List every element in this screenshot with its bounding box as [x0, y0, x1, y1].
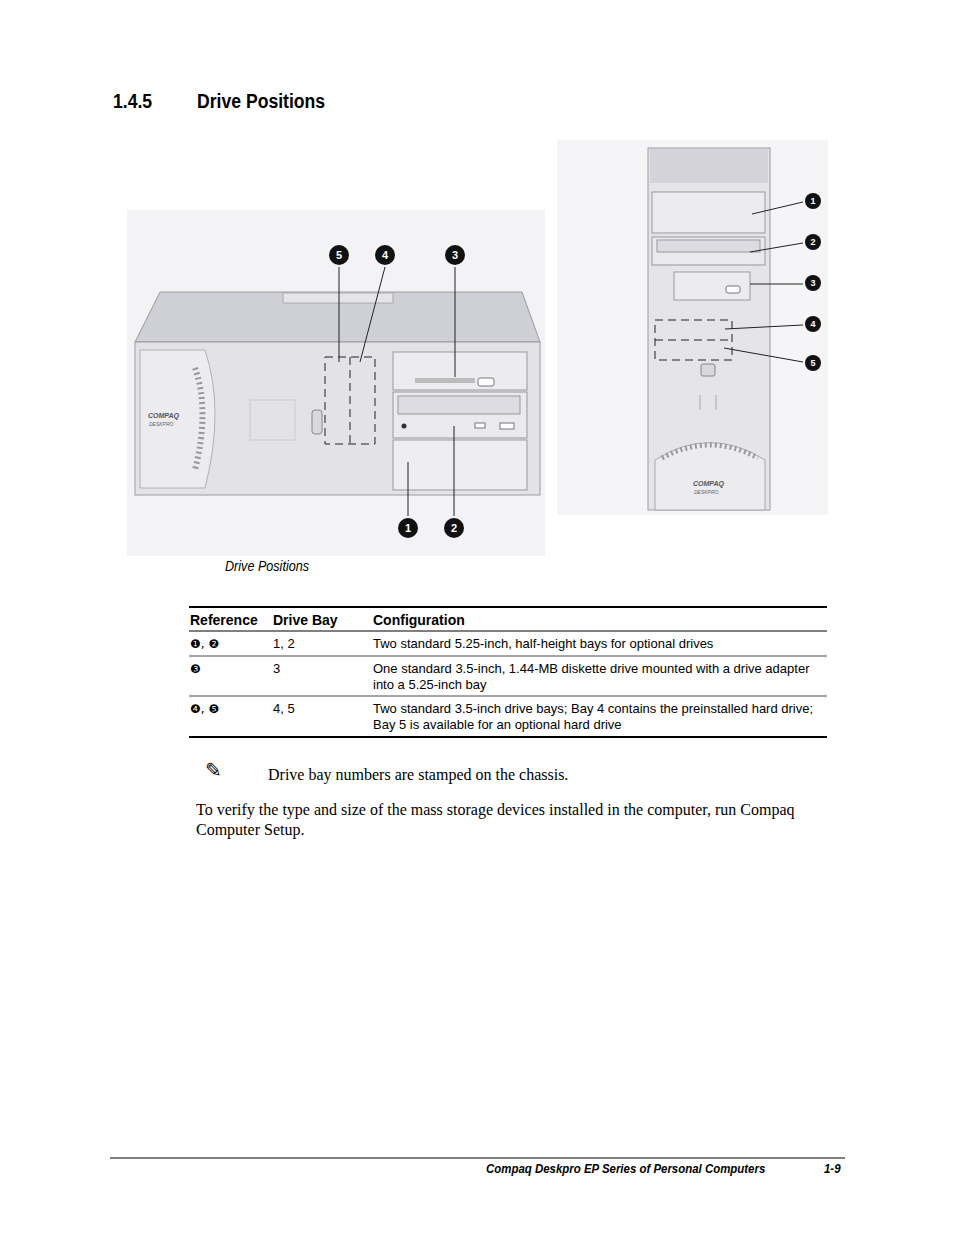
callout-number: 1: [398, 518, 418, 538]
table-header: Reference: [190, 612, 258, 628]
empty-bay: [652, 192, 765, 233]
table-rule: [189, 656, 827, 657]
hidden-bay-outline: [325, 357, 375, 444]
section-title: Drive Positions: [197, 90, 325, 113]
figure-ground: [127, 210, 545, 556]
leader-line: [750, 284, 803, 285]
cdrom-button: [475, 423, 485, 428]
footer-title: Compaq Deskpro EP Series of Personal Com…: [486, 1161, 765, 1176]
leader-line: [725, 325, 803, 329]
table-header: Drive Bay: [273, 612, 338, 628]
table-rule: [189, 606, 827, 608]
brand-logo: DESKPRO: [694, 489, 718, 495]
note-text: Drive bay numbers are stamped on the cha…: [268, 765, 568, 785]
tower-top: [650, 149, 768, 183]
table-cell: ❹, ❺: [190, 701, 219, 717]
floppy-bay: [393, 352, 527, 390]
hidden-bay-outline: [655, 320, 732, 360]
leader-line: [455, 267, 456, 377]
leader-line: [408, 462, 409, 516]
leader-line: [360, 267, 385, 362]
desktop-front: [135, 342, 540, 495]
callout-number: 5: [329, 245, 349, 265]
body-paragraph: To verify the type and size of the mass …: [196, 800, 796, 840]
callout-number: 4: [375, 245, 395, 265]
cdrom-bay: [393, 392, 527, 438]
led-mark: [716, 395, 717, 410]
table-cell: Two standard 3.5-inch drive bays; Bay 4 …: [373, 701, 823, 733]
tower-body: [648, 148, 770, 510]
brand-logo: COMPAQ: [148, 412, 179, 419]
floppy-button: [726, 286, 740, 293]
cdrom-tray: [657, 240, 760, 252]
callout-number: 2: [444, 518, 464, 538]
figure-caption: Drive Positions: [225, 558, 309, 574]
figure-ground: [557, 140, 828, 515]
hidden-bay-divider: [655, 340, 732, 341]
footer-rule: [110, 1158, 845, 1159]
floppy-bay: [674, 272, 750, 300]
power-button: [701, 364, 715, 376]
callout-number: 1: [805, 193, 821, 209]
cdrom-button: [500, 423, 514, 429]
leader-line: [752, 202, 803, 214]
table-cell: One standard 3.5-inch, 1.44-MB diskette …: [373, 661, 818, 693]
desktop-vent: [195, 368, 203, 470]
tower-vent: [662, 445, 758, 458]
tower-base-bezel: [655, 443, 765, 511]
table-rule: [189, 736, 827, 738]
desktop-top: [135, 292, 540, 342]
leader-line: [724, 348, 803, 362]
table-header: Configuration: [373, 612, 465, 628]
power-button: [312, 410, 322, 434]
cdrom-bay: [652, 237, 765, 265]
cdrom-jack: [402, 424, 407, 429]
empty-bay: [393, 440, 527, 490]
leader-line: [339, 267, 340, 362]
table-cell: ❶, ❷: [190, 636, 219, 652]
cdrom-tray: [398, 396, 520, 414]
page-number: 1-9: [824, 1161, 841, 1176]
table-cell: 3: [273, 661, 280, 677]
hidden-bay-divider: [350, 357, 351, 444]
callout-number: 2: [805, 234, 821, 250]
table-cell: 4, 5: [273, 701, 295, 717]
floppy-slot: [415, 378, 475, 383]
table-rule: [189, 696, 827, 697]
desktop-bezel: [140, 350, 215, 488]
brand-logo: DESKPRO: [149, 421, 173, 427]
table-rule: [189, 631, 827, 632]
table-cell: 1, 2: [273, 636, 295, 652]
desktop-led-panel: [250, 400, 295, 440]
section-number: 1.4.5: [113, 90, 152, 113]
led-mark: [700, 395, 701, 410]
callout-number: 4: [805, 316, 821, 332]
note-icon: ✎: [205, 758, 222, 782]
leader-line: [750, 243, 803, 252]
callout-number: 3: [445, 245, 465, 265]
callout-number: 3: [805, 275, 821, 291]
leader-line: [454, 426, 455, 516]
floppy-button: [478, 378, 494, 386]
table-cell: Two standard 5.25-inch, half-height bays…: [373, 636, 823, 652]
table-cell: ❸: [190, 661, 201, 677]
brand-logo: COMPAQ: [693, 480, 724, 487]
callout-number: 5: [805, 355, 821, 371]
